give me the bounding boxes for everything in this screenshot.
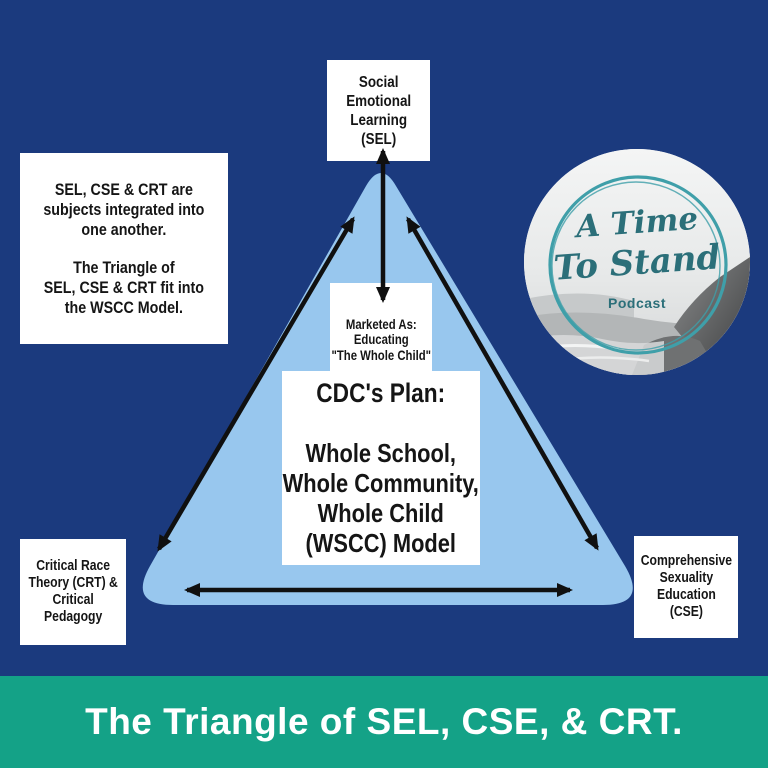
- logo-ring-outer: [548, 175, 728, 355]
- cse-label-box: Comprehensive Sexuality Education (CSE): [634, 536, 738, 638]
- marketed-line: Marketed As:: [345, 316, 417, 332]
- crt-label-box: Critical Race Theory (CRT) & Critical Pe…: [20, 539, 126, 645]
- cdc-line: Whole Child: [317, 498, 445, 528]
- logo-subtitle: Podcast: [608, 295, 666, 311]
- crt-line: Pedagogy: [43, 609, 103, 625]
- sel-line: Social: [358, 73, 399, 91]
- sel-label-box: Social Emotional Learning (SEL): [327, 60, 430, 161]
- cse-line: Sexuality: [659, 570, 713, 586]
- integration-note-box: SEL, CSE & CRT are subjects integrated i…: [20, 153, 228, 344]
- cdc-plan-title: CDC's Plan:: [316, 378, 446, 408]
- sel-line: (SEL): [360, 130, 397, 148]
- title-banner: The Triangle of SEL, CSE, & CRT.: [0, 676, 768, 768]
- crt-line: Critical Race: [36, 558, 110, 574]
- cse-line: Education: [656, 587, 716, 603]
- cdc-plan-box: CDC's Plan: Whole School, Whole Communit…: [282, 371, 480, 565]
- note-line: The Triangle of: [73, 257, 175, 277]
- marketed-as-box: Marketed As: Educating "The Whole Child": [330, 283, 432, 373]
- paragraph-gap: [43, 240, 204, 258]
- note-line: subjects integrated into: [43, 199, 205, 219]
- cdc-line: (WSCC) Model: [305, 528, 457, 558]
- marketed-line: Educating: [353, 332, 409, 347]
- sel-line: Emotional: [346, 92, 411, 110]
- note-line: SEL, CSE & CRT fit into: [43, 277, 205, 297]
- podcast-logo: A Time To Stand Podcast: [524, 149, 750, 375]
- logo-ring-inner: [551, 181, 721, 351]
- note-line: the WSCC Model.: [64, 297, 184, 317]
- marketed-line: "The Whole Child": [331, 347, 431, 363]
- cdc-line: Whole Community,: [282, 468, 480, 498]
- note-line: SEL, CSE & CRT are: [54, 179, 194, 199]
- cse-line: (CSE): [669, 604, 703, 620]
- cdc-line: Whole School,: [305, 438, 457, 468]
- note-line: one another.: [81, 219, 167, 239]
- banner-title: The Triangle of SEL, CSE, & CRT.: [85, 701, 683, 742]
- cse-line: Comprehensive: [640, 553, 732, 569]
- crt-line: Critical: [52, 592, 94, 608]
- sel-line: Learning: [350, 111, 407, 129]
- crt-line: Theory (CRT) &: [28, 575, 118, 591]
